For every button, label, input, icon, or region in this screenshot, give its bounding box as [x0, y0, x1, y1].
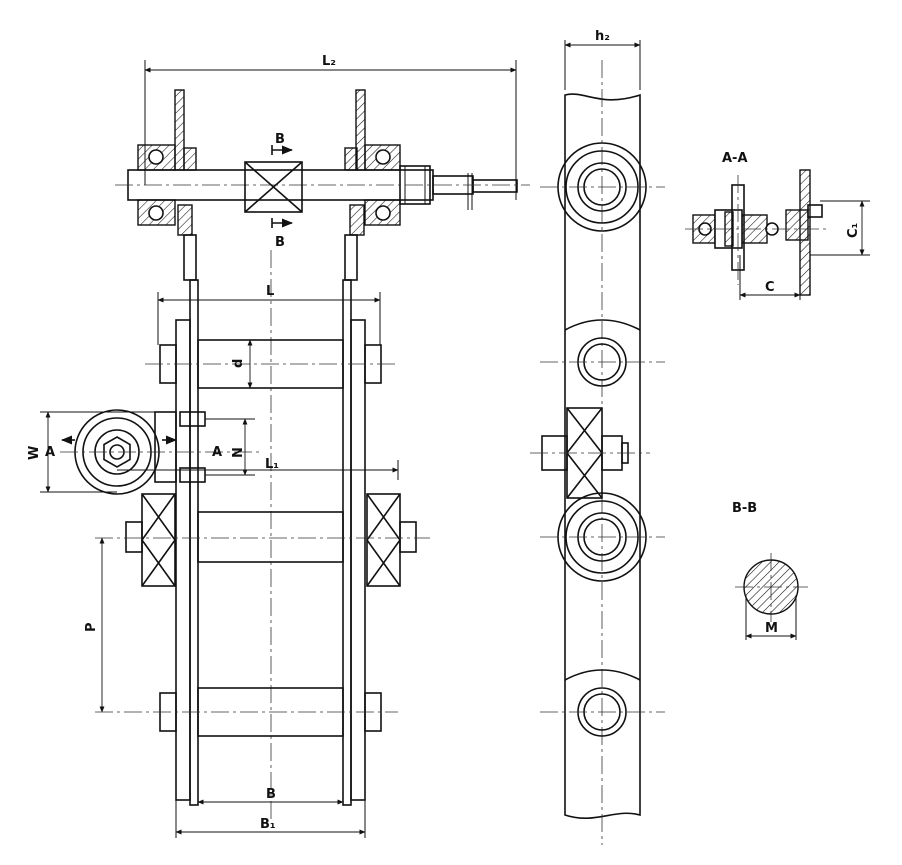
label-c1: C₁ [846, 223, 861, 238]
label-p: P [84, 622, 99, 632]
label-w: W [27, 446, 42, 460]
label-h2: h₂ [595, 29, 610, 44]
label-b-bottom: B [275, 235, 285, 250]
section-a-a [685, 169, 870, 300]
label-section-bb: B-B [732, 501, 757, 516]
label-b: B [266, 787, 276, 802]
label-l1: L₁ [265, 457, 279, 472]
chain-front-view [40, 250, 430, 838]
section-b-b [735, 553, 808, 640]
label-a-left: A [45, 445, 55, 460]
label-l: L [266, 284, 274, 299]
label-d: d [231, 359, 246, 368]
label-m: M [765, 621, 778, 636]
chain-side-view [530, 40, 665, 845]
label-a-right: A [212, 445, 222, 460]
label-n: N [231, 447, 246, 458]
label-l2: L₂ [322, 54, 336, 69]
label-c: C [765, 280, 775, 295]
label-b1: B₁ [260, 817, 276, 832]
shaft-assembly [115, 60, 530, 281]
label-section-aa: A-A [722, 151, 748, 166]
label-b-top: B [275, 132, 285, 147]
